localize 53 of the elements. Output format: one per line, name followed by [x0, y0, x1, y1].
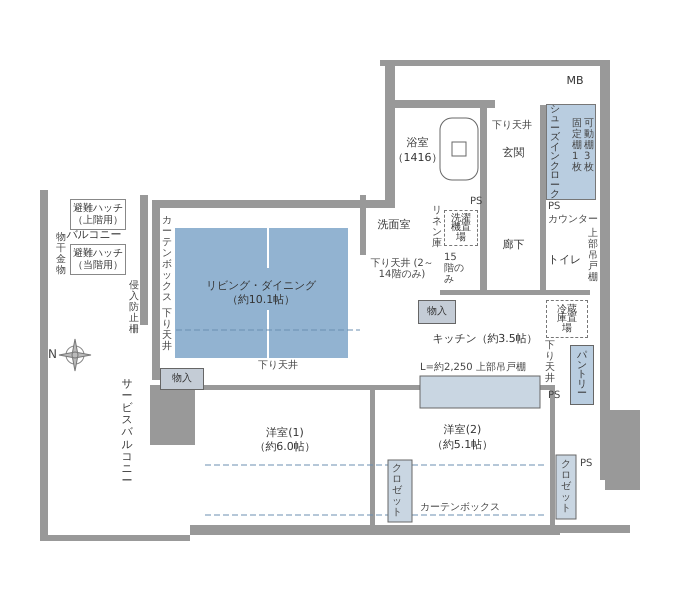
room-name: 物入 — [172, 374, 192, 384]
closet-label: クロゼット — [392, 463, 402, 518]
room-name: 避難ハッチ（上階用） — [72, 202, 124, 226]
room-name: 避難ハッチ（当階用） — [72, 248, 124, 272]
ceiling-note: 下り天井 — [162, 308, 172, 352]
ceiling-note: 下り天井 — [258, 360, 298, 371]
note: 15階のみ — [444, 252, 465, 285]
room-name: サービスバルコニー — [122, 378, 132, 487]
room-name: リビング・ダイニング — [206, 278, 316, 293]
ceiling-note: 下り天井 (2～14階のみ) — [369, 258, 435, 280]
north-label: N — [48, 348, 57, 362]
shaft-label: PS — [548, 201, 560, 212]
room-name: 冷蔵庫置場 — [556, 304, 578, 334]
shelf-note: 固定棚1枚 — [572, 118, 582, 173]
room-name: 廊下 — [502, 238, 524, 252]
room-name: バルコニー — [66, 228, 122, 242]
room-name: MB — [566, 74, 584, 88]
room-name: キッチン（約3.5帖） — [432, 332, 538, 346]
room-name: トイレ — [548, 252, 581, 268]
appliance-space — [444, 210, 478, 246]
shaft-label: PS — [470, 196, 482, 207]
room-name: 洋室(1) — [266, 426, 304, 440]
room-name: パントリー — [577, 351, 587, 399]
ceiling-note: 下り天井 — [492, 120, 532, 131]
room-name: （約6.0帖） — [254, 440, 316, 454]
ceiling-note: 下り天井 — [545, 340, 555, 384]
room-name: 洋室(2) — [444, 423, 482, 438]
room-name: 浴室 — [406, 136, 428, 150]
room-name: 物入 — [427, 307, 447, 317]
storage-box — [570, 345, 594, 405]
storage-box — [160, 368, 204, 390]
fixture-label: 物干金物 — [56, 232, 66, 276]
dimension-note: L=約2,250 上部吊戸棚 — [420, 362, 526, 373]
room-name: 洗面室 — [378, 218, 410, 232]
storage-label: リネン庫 — [432, 205, 442, 249]
room-name: 玄関 — [502, 146, 524, 160]
fixture-label: カウンター — [548, 214, 598, 225]
room-name: （約10.1帖） — [226, 293, 296, 308]
storage-box — [418, 300, 456, 324]
appliance-space — [546, 300, 588, 338]
room-name: 洗濯機置場 — [450, 214, 472, 242]
shaft-label: PS — [548, 390, 560, 401]
room-name: （約5.1帖） — [432, 438, 494, 452]
closet-label: クロゼット — [561, 459, 571, 514]
fixture-label: カーテンボックス — [420, 502, 500, 513]
shelf-note: 可動棚3枚 — [584, 118, 594, 173]
room-name: シューズインクローク — [550, 104, 560, 200]
fixture-label: 侵入防止柵 — [129, 280, 139, 335]
fixture-label: 上部吊戸棚 — [588, 228, 598, 283]
shaft-label: PS — [580, 458, 592, 469]
room-name: （1416） — [392, 150, 442, 165]
ceiling-note: カーテンボックス — [162, 215, 172, 303]
closet-box — [546, 104, 596, 200]
